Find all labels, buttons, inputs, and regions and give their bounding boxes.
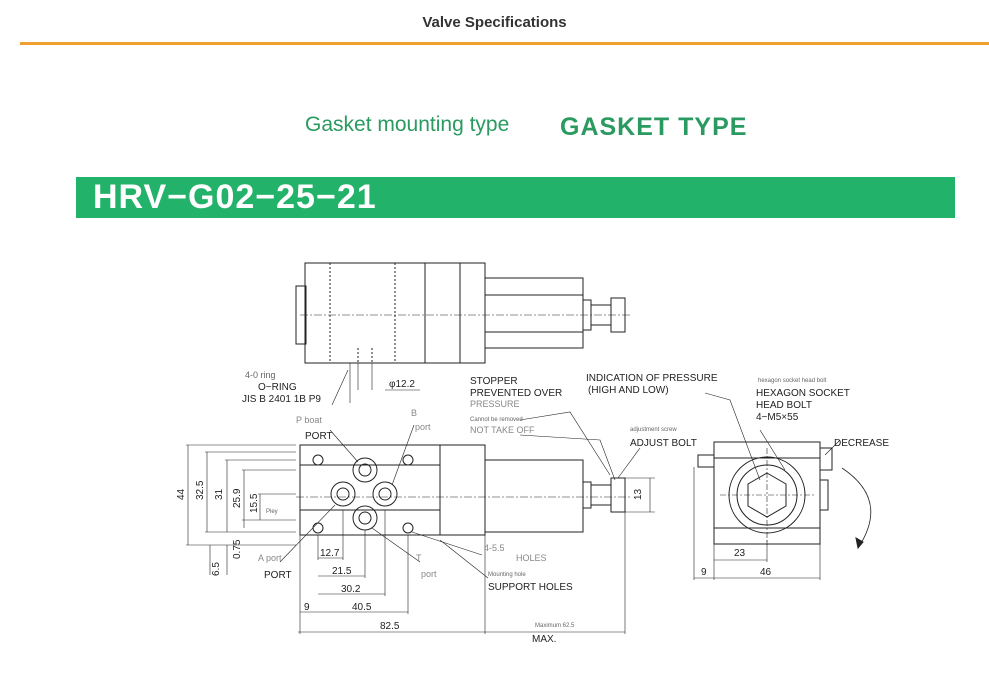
dim-9-side: 9 [701,567,707,578]
section-subtitle-native: Gasket mounting type [305,113,510,136]
bottom-dimension-lines [298,477,655,634]
max-label: MAX. [532,634,556,645]
b-label: B [411,408,417,418]
holes-label: HOLES [516,553,547,563]
adjustment-screw-label: adjustment screw [630,427,677,433]
port-p-outer [352,457,378,483]
oring-dia-label: φ12.2 [389,379,415,390]
max-small-label: Maximum 62.5 [535,623,575,629]
dim-12-7: 12.7 [320,548,340,559]
p-boat-label: P boat [296,415,322,425]
dim-6-5: 6.5 [211,562,222,576]
jis-label: JIS B 2401 1B P9 [242,394,321,405]
side-dimension-lines [693,467,821,580]
mount-hole-bottom-left [312,522,324,534]
model-number: HRV−G02−25−21 [93,178,377,216]
prevented-over-label: PREVENTED OVER [470,388,562,399]
t-port-label: port [421,569,437,579]
dim-0-75: 0.75 [232,539,243,559]
front-view [279,392,761,579]
a-port-caps-label: PORT [264,570,292,581]
mount-hole-top-left [312,454,324,466]
dim-25-9: 25.9 [232,488,243,508]
dim-30-2: 30.2 [341,584,361,595]
dim-9: 9 [304,602,310,613]
mount-hole-top-right [402,454,414,466]
decrease-label: DECREASE [834,438,889,449]
dim-23: 23 [734,548,746,559]
a-port-label: A port [258,553,282,563]
mount-hole-bottom-right [402,522,414,534]
pley-label: Pley [266,509,278,515]
dim-31: 31 [214,488,225,500]
oring-small-label: 4-0 ring [245,370,276,380]
left-dimension-lines [186,444,296,575]
not-take-off-label: NOT TAKE OFF [470,425,535,435]
cannot-removed-label: Cannot be removed [470,417,523,423]
high-low-label: (HIGH AND LOW) [588,385,669,396]
pressure-label: PRESSURE [470,399,520,409]
section-subtitle-en: GASKET TYPE [560,113,748,141]
page-title: Valve Specifications [422,14,567,31]
m5-label: 4−M5×55 [756,412,799,423]
support-holes-label: SUPPORT HOLES [488,582,573,593]
p-port-label: PORT [305,431,333,442]
hex-small-label: hexagon socket head bolt [758,378,827,384]
front-view-mid [439,444,486,536]
top-view-cylinder [484,277,584,349]
side-view-pin [697,454,715,468]
t-label: T [416,553,422,563]
holes-spec-label: 4-5.5 [484,543,505,553]
front-view-cylinder [484,459,584,533]
hex-socket-label: HEXAGON SOCKET [756,388,850,399]
stopper-label: STOPPER [470,376,518,387]
b-port-label: port [415,422,431,432]
top-view [295,262,630,406]
dim-15-5: 15.5 [249,493,260,513]
oring-label: O−RING [258,382,297,393]
dim-44: 44 [176,488,187,500]
top-view-body [304,262,426,364]
top-view-mid [424,262,486,364]
dim-32-5: 32.5 [195,480,206,500]
support-small-label: Mounting hole [488,572,526,578]
indication-label: INDICATION OF PRESSURE [586,373,718,384]
port-b-outer [372,481,398,507]
dim-82-5: 82.5 [380,621,400,632]
model-banner: HRV−G02−25−21 [76,177,955,218]
dim-21-5: 21.5 [332,566,352,577]
header-divider [20,42,989,45]
adjust-bolt-label: ADJUST BOLT [630,438,697,449]
port-a-outer [330,481,356,507]
head-bolt-label: HEAD BOLT [756,400,812,411]
dim-40-5: 40.5 [352,602,372,613]
dim-46: 46 [760,567,772,578]
dim-13: 13 [633,488,644,500]
